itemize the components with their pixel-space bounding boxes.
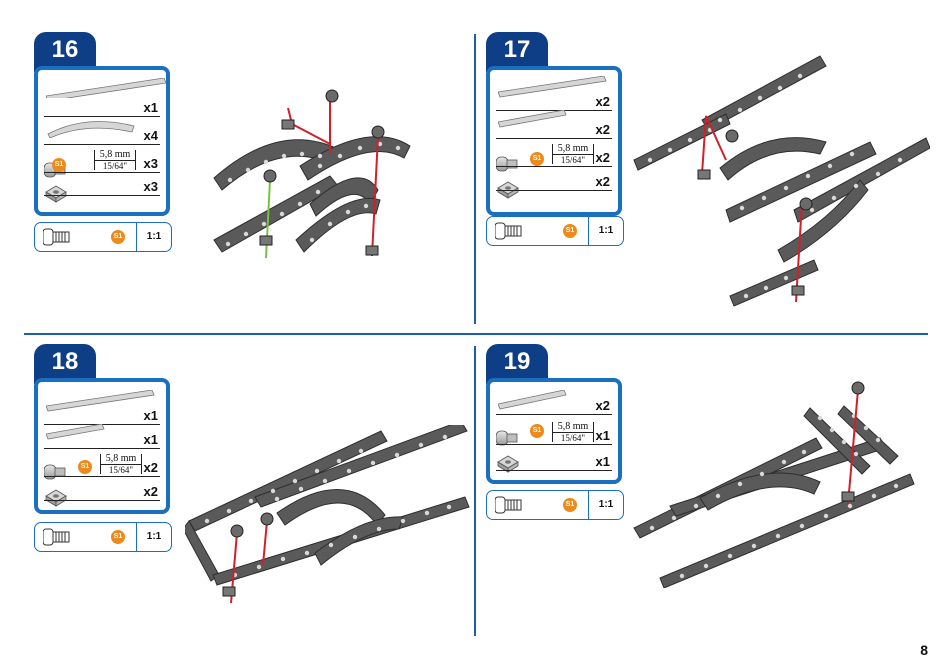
horizontal-divider	[24, 333, 928, 335]
tool-s1-badge: S1	[111, 530, 125, 544]
tool-s1-badge: S1	[563, 224, 577, 238]
step-16-qty-3: x3	[144, 156, 158, 171]
step-19-part-row-3: x1	[496, 448, 612, 471]
step-18-qty-1: x1	[144, 408, 158, 423]
step-18-part-row-1: x1	[44, 402, 160, 425]
scale-label: 1:1	[136, 523, 171, 551]
step-17-qty-1: x2	[596, 94, 610, 109]
step-19-qty-1: x2	[596, 398, 610, 413]
step-19-assembly-illustration	[630, 378, 920, 588]
step-19-qty-3: x1	[596, 454, 610, 469]
step-18-qty-4: x2	[144, 484, 158, 499]
tool-s1-badge: S1	[111, 230, 125, 244]
tool-s1-badge: S1	[563, 498, 577, 512]
step-18-qty-2: x1	[144, 432, 158, 447]
step-16-qty-4: x3	[144, 179, 158, 194]
step-17-qty-4: x2	[596, 174, 610, 189]
step-16-part-row-1: x1	[44, 94, 160, 117]
scale-label: 1:1	[588, 217, 623, 245]
step-17-part-row-1: x2	[496, 88, 612, 111]
step-16-part-row-2: x4	[44, 122, 160, 145]
step-16-part-row-4: x3	[44, 173, 160, 196]
step-17-assembly-illustration	[630, 50, 930, 310]
step-17-tool-box: S1 1:1	[486, 216, 624, 246]
vertical-divider-top	[474, 34, 476, 324]
step-17-qty-3: x2	[596, 150, 610, 165]
tool-screw-icon	[495, 221, 523, 241]
step-17-qty-2: x2	[596, 122, 610, 137]
step-16-qty-1: x1	[144, 100, 158, 115]
step-18-part-row-4: x2	[44, 478, 160, 501]
step-16-tool-box: S1 1:1	[34, 222, 172, 252]
step-18-assembly-illustration	[185, 425, 470, 610]
step-18-qty-3: x2	[144, 460, 158, 475]
scale-label: 1:1	[588, 491, 623, 519]
tool-screw-icon	[43, 527, 71, 547]
tool-screw-icon	[43, 227, 71, 247]
tool-screw-icon	[495, 495, 523, 515]
step-19-part-row-1: x2	[496, 392, 612, 415]
step-18-part-row-2: x1	[44, 426, 160, 449]
step-17-part-row-4: x2	[496, 168, 612, 191]
step-18-tool-box: S1 1:1	[34, 522, 172, 552]
step-19-tool-box: S1 1:1	[486, 490, 624, 520]
step-19-qty-2: x1	[596, 428, 610, 443]
step-16-assembly-illustration	[200, 80, 430, 270]
step-16-qty-2: x4	[144, 128, 158, 143]
page-number: 8	[920, 642, 928, 658]
scale-label: 1:1	[136, 223, 171, 251]
vertical-divider-bottom	[474, 346, 476, 636]
step-17-part-row-2: x2	[496, 116, 612, 139]
